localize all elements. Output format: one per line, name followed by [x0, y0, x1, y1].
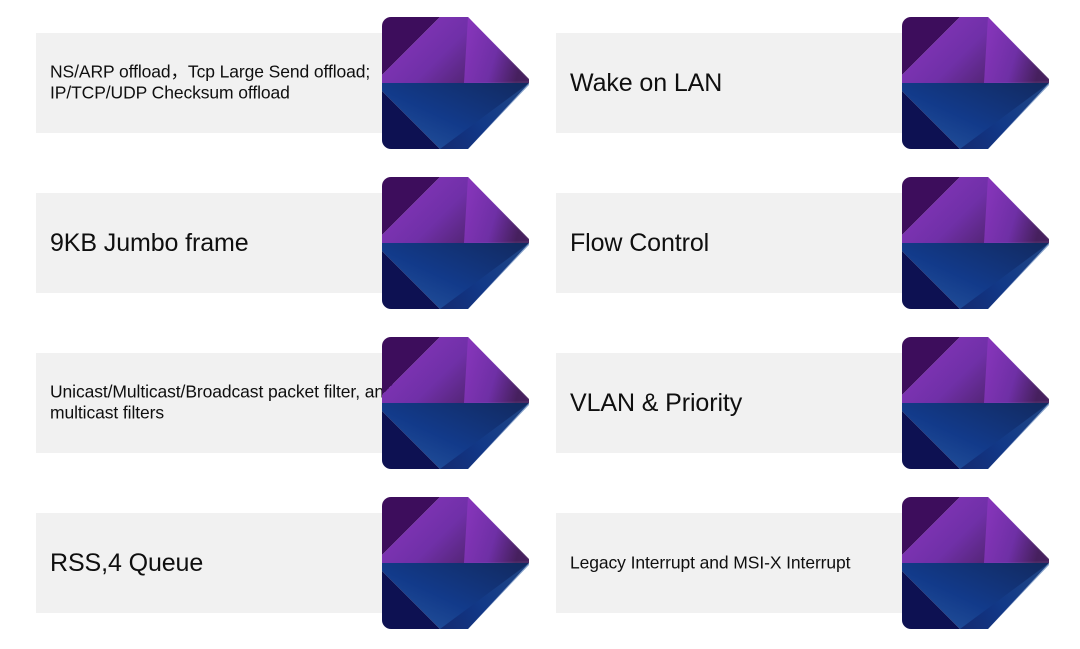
label-plate[interactable]: NS/ARP offload，Tcp Large Send offload; I… — [36, 33, 436, 133]
chevron-item-jumbo-frame[interactable]: 9KB Jumbo frame — [36, 173, 533, 313]
item-label: Unicast/Multicast/Broadcast packet filte… — [50, 381, 394, 423]
label-plate[interactable]: Legacy Interrupt and MSI-X Interrupt — [556, 513, 956, 613]
item-label: Flow Control — [570, 228, 710, 257]
label-plate[interactable]: Unicast/Multicast/Broadcast packet filte… — [36, 353, 436, 453]
item-label: 9KB Jumbo frame — [50, 228, 249, 257]
chevron-item-packet-filters[interactable]: Unicast/Multicast/Broadcast packet filte… — [36, 333, 533, 473]
label-plate[interactable]: 9KB Jumbo frame — [36, 193, 436, 293]
label-plate[interactable]: Wake on LAN — [556, 33, 956, 133]
item-label: VLAN & Priority — [570, 388, 743, 417]
item-label: RSS,4 Queue — [50, 548, 204, 577]
item-label: Legacy Interrupt and MSI-X Interrupt — [570, 552, 851, 573]
chevron-item-interrupts[interactable]: Legacy Interrupt and MSI-X Interrupt — [556, 493, 1053, 633]
label-plate[interactable]: VLAN & Priority — [556, 353, 956, 453]
item-label: NS/ARP offload，Tcp Large Send offload; I… — [50, 61, 371, 103]
label-plate[interactable]: RSS,4 Queue — [36, 513, 436, 613]
chevron-item-vlan-priority[interactable]: VLAN & Priority — [556, 333, 1053, 473]
chevron-item-offload-features[interactable]: NS/ARP offload，Tcp Large Send offload; I… — [36, 13, 533, 153]
chevron-item-wake-on-lan[interactable]: Wake on LAN — [556, 13, 1053, 153]
chevron-item-flow-control[interactable]: Flow Control — [556, 173, 1053, 313]
chevron-item-rss-queue[interactable]: RSS,4 Queue — [36, 493, 533, 633]
label-plate[interactable]: Flow Control — [556, 193, 956, 293]
item-label: Wake on LAN — [570, 68, 723, 97]
